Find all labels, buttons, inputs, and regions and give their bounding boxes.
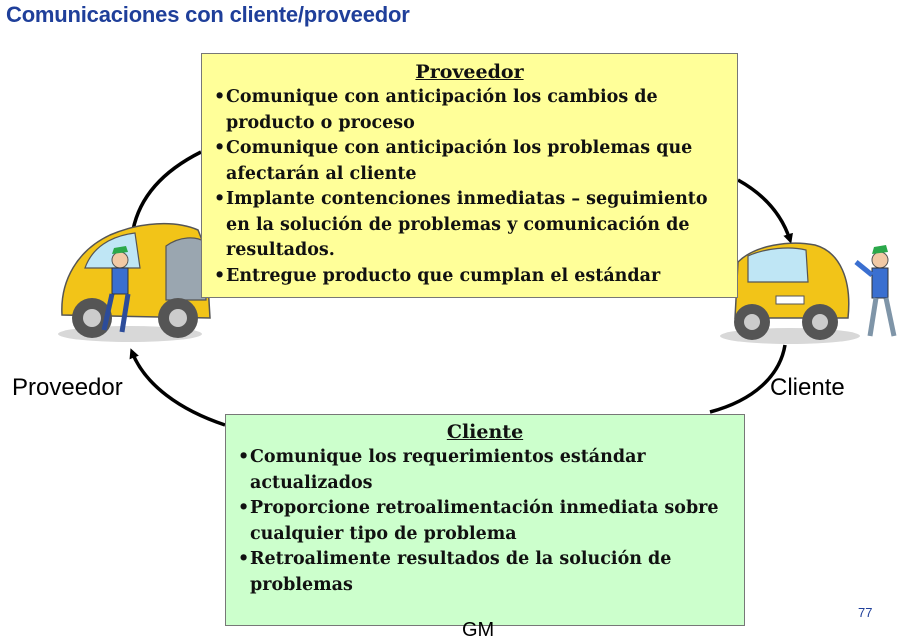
- supplier-item: Implante contenciones inmediatas – segui…: [214, 187, 725, 264]
- customer-item: Comunique los requerimientos estándar ac…: [238, 445, 732, 496]
- arrow-arc-top-left: [131, 150, 202, 231]
- supplier-list: Comunique con anticipación los cambios d…: [214, 85, 725, 289]
- footer-partial-text: GM: [462, 619, 495, 641]
- page-number: 77: [858, 605, 873, 620]
- customer-label: Cliente: [770, 374, 845, 401]
- arrow-arc-bottom-right: [709, 344, 787, 414]
- supplier-item: Comunique con anticipación los cambios d…: [214, 85, 725, 136]
- arrow-arc-top-right: [737, 178, 793, 244]
- page-title: Comunicaciones con cliente/proveedor: [6, 2, 410, 27]
- customer-item: Proporcione retroalimentación inmediata …: [238, 496, 732, 547]
- customer-item: Retroalimente resultados de la solución …: [238, 547, 732, 598]
- customer-list: Comunique los requerimientos estándar ac…: [238, 445, 732, 598]
- customer-box-heading: Cliente: [446, 421, 524, 443]
- supplier-car-illustration: [58, 222, 211, 342]
- customer-car-illustration: [720, 242, 897, 344]
- supplier-label: Proveedor: [12, 374, 123, 401]
- supplier-item: Entregue producto que cumplan el estánda…: [214, 264, 725, 290]
- supplier-box: Proveedor Comunique con anticipación los…: [201, 53, 738, 298]
- supplier-box-heading: Proveedor: [415, 61, 524, 83]
- arrow-arc-bottom-left: [129, 348, 226, 427]
- customer-box: Cliente Comunique los requerimientos est…: [225, 414, 745, 626]
- supplier-item: Comunique con anticipación los problemas…: [214, 136, 725, 187]
